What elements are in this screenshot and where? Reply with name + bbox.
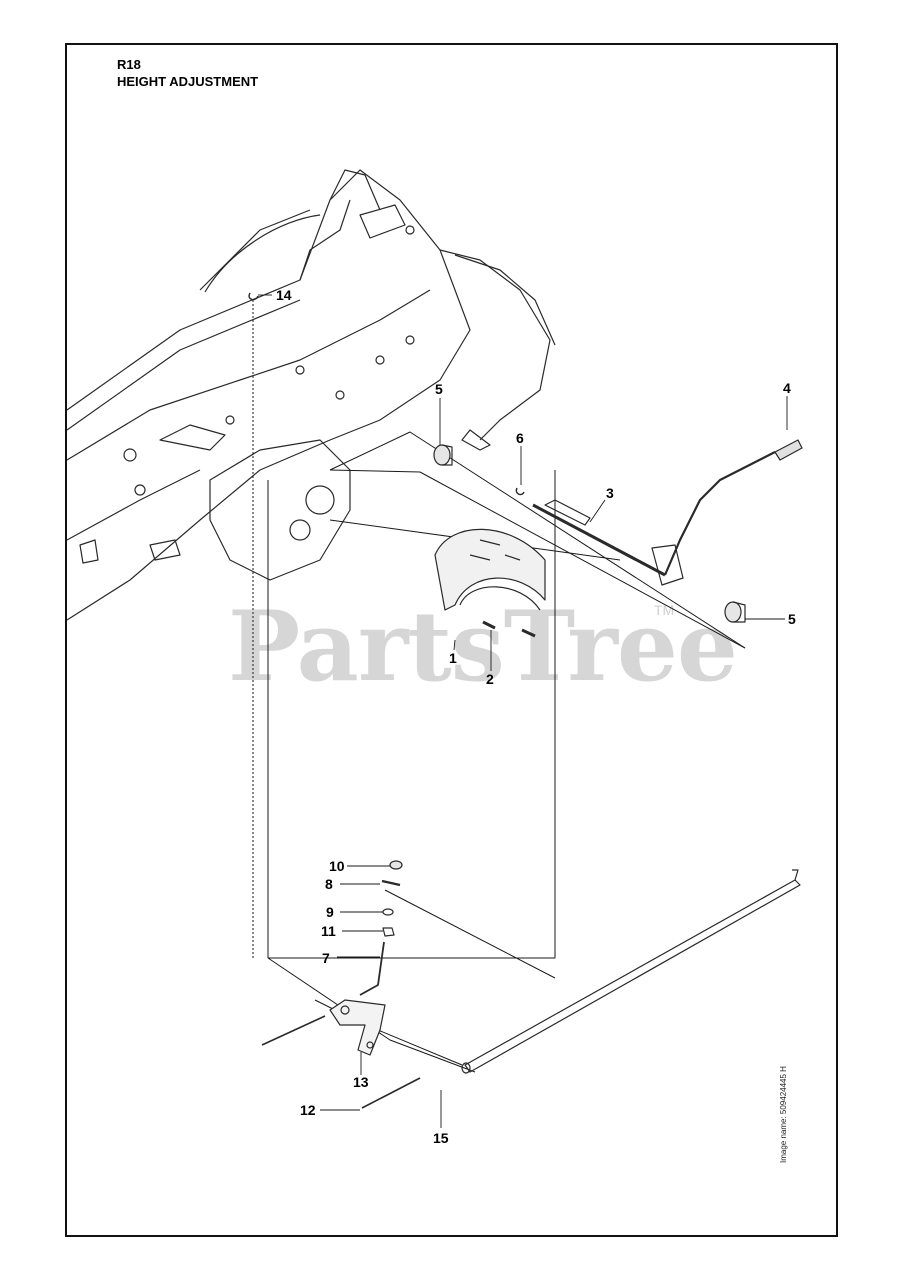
part-6-clip <box>515 487 525 496</box>
callout-13: 13 <box>353 1074 369 1090</box>
diagram-title: HEIGHT ADJUSTMENT <box>117 74 259 89</box>
part-1-bracket <box>434 528 546 611</box>
callout-9: 9 <box>326 904 334 920</box>
callout-14: 14 <box>276 287 292 303</box>
part-12-pin-lower <box>361 1077 421 1109</box>
callout-5-right: 5 <box>788 611 796 627</box>
part-3-shaft <box>532 499 666 577</box>
callout-10: 10 <box>329 858 345 874</box>
callout-11: 11 <box>321 923 336 939</box>
part-14-clip <box>248 292 259 301</box>
part-2-bolts <box>482 620 536 638</box>
watermark-trademark: TM <box>654 602 675 618</box>
section-code: R18 <box>117 57 141 72</box>
part-4-lever <box>651 439 803 586</box>
callout-1: 1 <box>449 650 457 666</box>
callout-5-top: 5 <box>435 381 443 397</box>
tractor-frame <box>66 169 556 621</box>
callout-8: 8 <box>325 876 333 892</box>
callout-6: 6 <box>516 430 524 446</box>
part-12-pin-upper <box>261 1015 326 1046</box>
part-5-bushing-right <box>724 601 746 623</box>
part-9-washer <box>382 908 394 916</box>
part-10-cap <box>389 860 403 870</box>
callout-4: 4 <box>783 380 791 396</box>
part-11-nut <box>382 927 395 937</box>
callout-3: 3 <box>606 485 614 501</box>
part-7-bolt <box>359 941 385 996</box>
part-13-link <box>329 999 386 1056</box>
callout-15: 15 <box>433 1130 449 1146</box>
watermark-text: PartsTree <box>228 590 738 703</box>
part-15-rod <box>461 869 801 1074</box>
callout-2: 2 <box>486 671 494 687</box>
diagram-frame <box>65 43 838 1237</box>
part-5-bushing-top <box>433 444 453 466</box>
callout-12: 12 <box>300 1102 316 1118</box>
callout-7: 7 <box>322 950 330 966</box>
part-8-pin <box>381 879 401 887</box>
